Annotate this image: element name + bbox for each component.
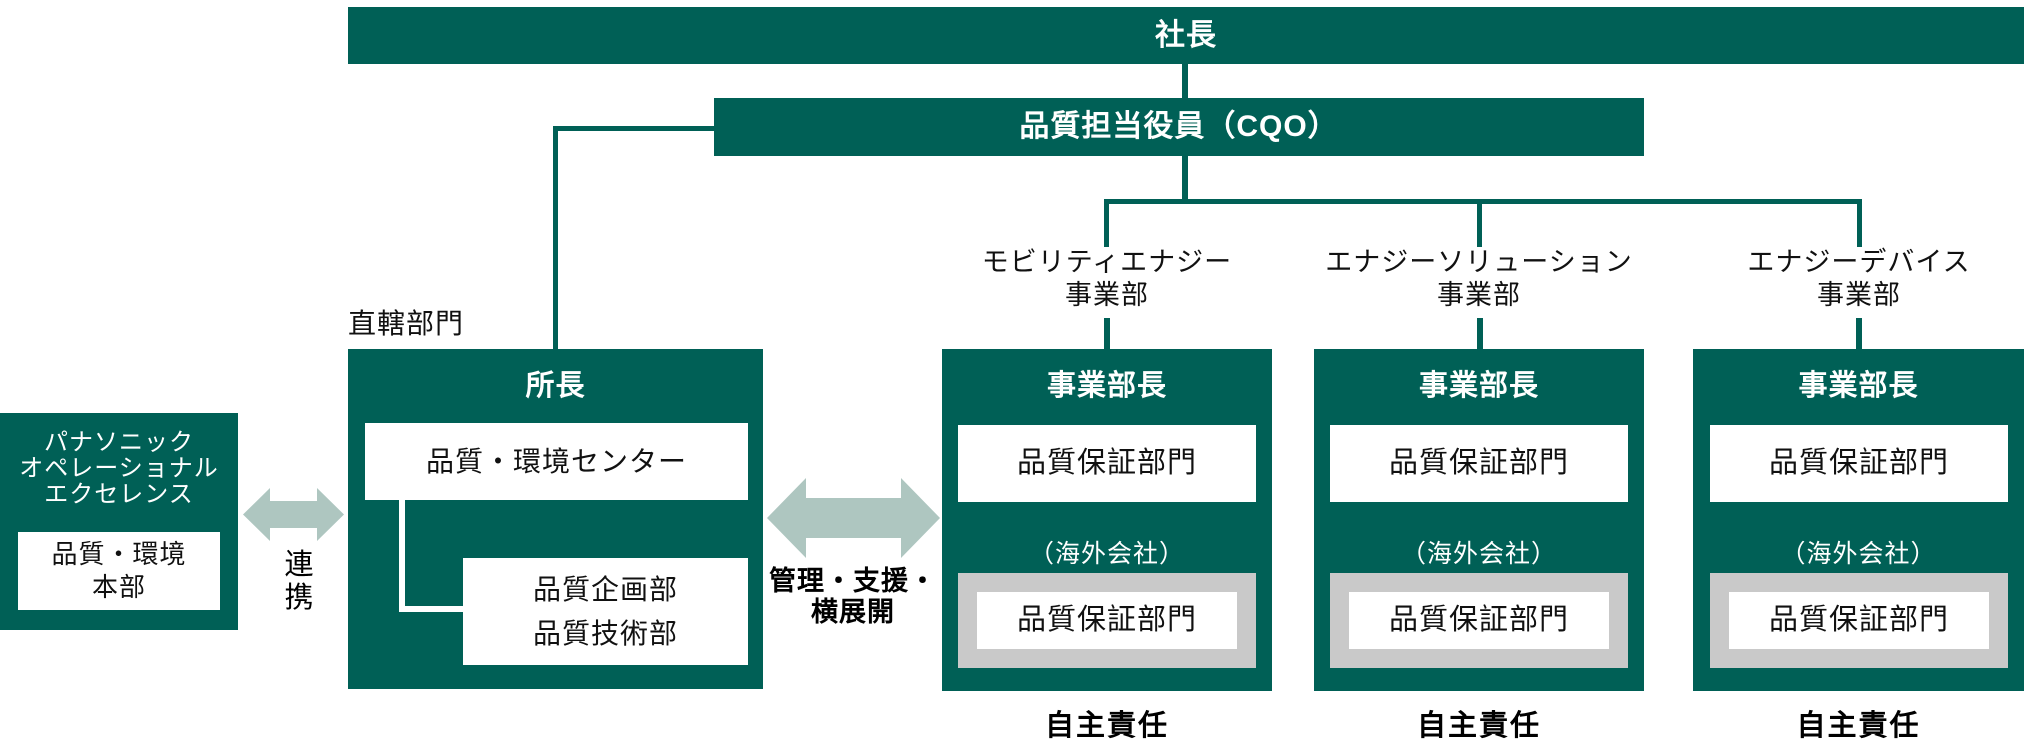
poe-dept-line1: 品質・環境 xyxy=(51,539,187,569)
cqo-label: 品質担当役員（CQO） xyxy=(1019,110,1339,143)
division-1-head-label: 事業部長 xyxy=(1046,370,1167,402)
branch-drop-division-1 xyxy=(1104,199,1109,247)
division-3-name-line2: 事業部 xyxy=(1817,280,1901,310)
division-2-overseas-qa-box: 品質保証部門 xyxy=(1349,592,1609,649)
renkei-char1: 連 xyxy=(284,549,314,581)
division-2-name-line2: 事業部 xyxy=(1437,280,1521,310)
division-2-qa-box: 品質保証部門 xyxy=(1330,425,1628,502)
director-box: 所長 品質・環境センター 品質企画部 品質技術部 xyxy=(348,349,763,689)
poe-name-line2: オペレーショナル xyxy=(19,455,219,482)
kanri-arrow-label: 管理・支援・ 横展開 xyxy=(743,566,963,628)
division-1-name: モビリティエナジー 事業部 xyxy=(907,246,1307,312)
division-3-qa-box: 品質保証部門 xyxy=(1710,425,2008,502)
poe-name-line3: エクセレンス xyxy=(44,481,194,508)
kanri-label-line2: 横展開 xyxy=(811,597,895,627)
direct-dept-caption: 直轄部門 xyxy=(348,308,465,339)
division-3-overseas-qa-box: 品質保証部門 xyxy=(1729,592,1989,649)
division-3-overseas-caption: （海外会社） xyxy=(1780,540,1937,568)
division-2-overseas-frame: 品質保証部門 xyxy=(1330,573,1628,668)
kanri-double-arrow-icon xyxy=(767,478,940,558)
quality-planning-dept: 品質企画部 xyxy=(532,573,678,605)
division-1-box: 事業部長 品質保証部門 （海外会社） 品質保証部門 xyxy=(942,349,1272,691)
poe-quality-env-hq-box: 品質・環境 本部 xyxy=(18,532,220,610)
poe-name-line1: パナソニック xyxy=(44,429,194,456)
division-1-overseas-frame: 品質保証部門 xyxy=(958,573,1256,668)
division-3-overseas-frame: 品質保証部門 xyxy=(1710,573,2008,668)
division-3-name-line1: エナジーデバイス xyxy=(1747,247,1971,277)
division-2-box: 事業部長 品質保証部門 （海外会社） 品質保証部門 xyxy=(1314,349,1644,691)
renkei-label: 連 携 xyxy=(263,549,335,615)
connector-cqo-director-horizontal xyxy=(553,126,714,131)
division-2-footer: 自主責任 xyxy=(1416,710,1541,740)
connector-label-division-1 xyxy=(1104,318,1110,349)
division-1-name-line1: モビリティエナジー xyxy=(981,247,1233,277)
division-1-name-line2: 事業部 xyxy=(1065,280,1149,310)
division-2-head-label: 事業部長 xyxy=(1418,370,1539,402)
division-2-name-line1: エナジーソリューション xyxy=(1325,247,1633,277)
division-2-name: エナジーソリューション 事業部 xyxy=(1279,246,1679,312)
cqo-bar: 品質担当役員（CQO） xyxy=(714,98,1644,156)
division-2-overseas-caption: （海外会社） xyxy=(1400,540,1557,568)
branch-drop-division-2 xyxy=(1477,199,1482,247)
renkei-char2: 携 xyxy=(284,582,314,614)
president-bar: 社長 xyxy=(348,7,2024,64)
quality-planning-tech-box: 品質企画部 品質技術部 xyxy=(463,558,748,665)
renkei-double-arrow-icon xyxy=(243,488,344,541)
kanri-label-line1: 管理・支援・ xyxy=(769,566,937,596)
division-3-name: エナジーデバイス 事業部 xyxy=(1659,246,2024,312)
poe-name: パナソニック オペレーショナル エクセレンス xyxy=(0,430,238,508)
division-3-footer: 自主責任 xyxy=(1796,710,1921,740)
branch-horizontal-line xyxy=(1104,199,1862,204)
poe-dept-line2: 本部 xyxy=(91,572,146,602)
connector-cqo-director-vertical xyxy=(553,126,558,350)
director-internal-connector-vertical xyxy=(399,500,405,612)
director-internal-connector-horizontal xyxy=(399,606,463,612)
division-1-qa-box: 品質保証部門 xyxy=(958,425,1256,502)
division-1-overseas-caption: （海外会社） xyxy=(1028,540,1185,568)
connector-cqo-branch xyxy=(1182,156,1188,202)
quality-env-center-box: 品質・環境センター xyxy=(365,423,748,500)
connector-label-division-2 xyxy=(1477,318,1483,349)
president-label: 社長 xyxy=(1155,19,1217,52)
division-1-footer: 自主責任 xyxy=(1044,710,1169,740)
division-3-head-label: 事業部長 xyxy=(1798,370,1919,402)
division-3-box: 事業部長 品質保証部門 （海外会社） 品質保証部門 xyxy=(1693,349,2024,691)
division-1-overseas-qa-box: 品質保証部門 xyxy=(977,592,1237,649)
director-head-label: 所長 xyxy=(525,370,586,402)
poe-box: パナソニック オペレーショナル エクセレンス 品質・環境 本部 xyxy=(0,413,238,630)
connector-president-cqo xyxy=(1182,64,1188,98)
quality-tech-dept: 品質技術部 xyxy=(532,617,678,649)
branch-drop-division-3 xyxy=(1857,199,1862,247)
connector-label-division-3 xyxy=(1856,318,1862,349)
